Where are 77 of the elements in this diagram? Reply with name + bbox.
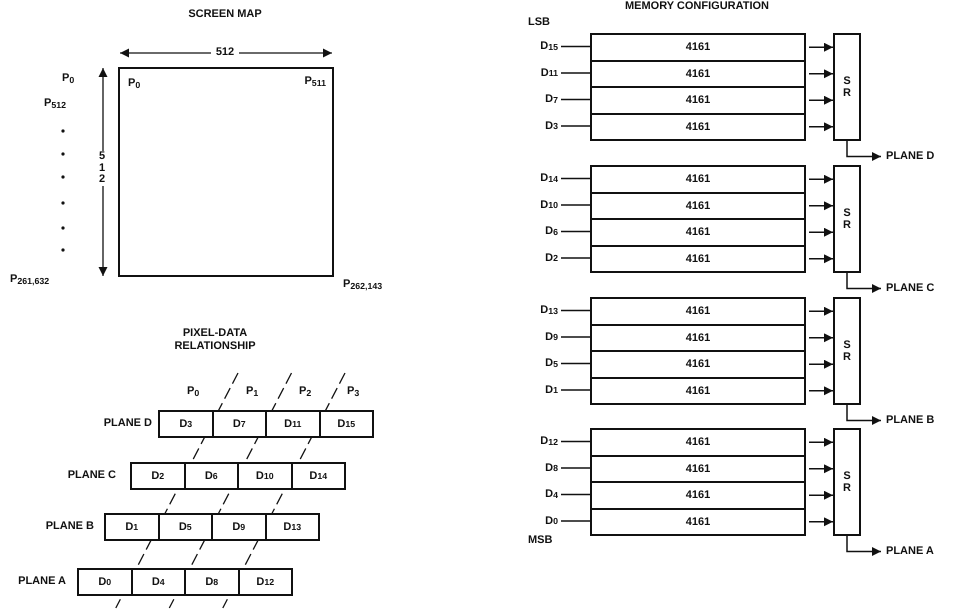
arrow xyxy=(809,96,833,105)
connector-line xyxy=(561,362,590,364)
arrow xyxy=(809,386,833,396)
section-title: MEMORY CONFIGURATION xyxy=(624,0,770,13)
plane-output-label: PLANE A xyxy=(886,544,960,559)
memory-chip-box: 4161 xyxy=(590,86,806,114)
pixel-label: P$_{1}$ xyxy=(246,385,258,398)
shift-register-box: SR xyxy=(833,165,861,273)
arrow xyxy=(809,228,833,237)
plane-label: PLANE C xyxy=(66,469,116,482)
arrow xyxy=(809,122,833,132)
pixel-label: P$_{3}$ xyxy=(347,385,360,398)
arrow xyxy=(809,174,833,184)
plane-label: PLANE B xyxy=(44,520,94,533)
arrow xyxy=(846,536,881,556)
memory-chip-box: 4161 xyxy=(590,218,806,246)
memory-chip-box: 4161 xyxy=(590,376,806,405)
pixel-label: P$_{2}$ xyxy=(299,385,312,398)
pixel-label: P$_{261,632}$ xyxy=(10,273,50,286)
connector-line xyxy=(561,389,590,391)
pixel-label: P$_{0}$ xyxy=(187,385,200,398)
pixel-label: P$_{0}$ xyxy=(128,77,140,90)
pixel-label: P$_{262,143}$ xyxy=(343,278,382,291)
memory-chip-box: 4161 xyxy=(590,165,806,194)
memory-chip-box: 4161 xyxy=(590,508,806,536)
arrow xyxy=(809,69,833,78)
connector-line xyxy=(561,178,590,180)
arrow xyxy=(809,360,833,369)
arrow xyxy=(846,273,881,293)
connector-line xyxy=(561,98,590,100)
bit-order-label: MSB xyxy=(528,534,552,547)
memory-chip-box: 4161 xyxy=(590,244,806,273)
arrow xyxy=(809,438,833,447)
shift-register-box: SR xyxy=(833,428,861,536)
plane-output-label: PLANE B xyxy=(886,413,960,428)
connector-line xyxy=(561,336,590,338)
memory-chip-box: 4161 xyxy=(590,350,806,378)
connector-line xyxy=(561,310,590,312)
memory-chip-box: 4161 xyxy=(590,428,806,456)
arrow xyxy=(809,42,833,52)
memory-chip-box: 4161 xyxy=(590,297,806,326)
memory-chip-box: 4161 xyxy=(590,481,806,510)
connector-line xyxy=(561,257,590,259)
arrow xyxy=(846,141,881,161)
section-title: PIXEL-DATA RELATIONSHIP xyxy=(173,327,257,352)
arrow xyxy=(809,517,833,526)
arrow xyxy=(809,201,833,210)
connector-line xyxy=(561,72,590,74)
connector-line xyxy=(561,46,590,48)
arrow xyxy=(846,405,881,425)
connector-line xyxy=(561,440,590,442)
memory-chip-box: 4161 xyxy=(590,112,806,141)
arrow xyxy=(809,490,833,500)
pixel-label: P$_{0}$ xyxy=(62,72,74,85)
arrow xyxy=(809,254,833,264)
pixel-label: P$_{511}$ xyxy=(304,75,326,88)
screen-frame xyxy=(118,67,334,277)
arrow xyxy=(809,306,833,316)
section-title: SCREEN MAP xyxy=(187,8,263,21)
connector-line xyxy=(561,494,590,496)
connector-line xyxy=(561,467,590,469)
arrow xyxy=(809,333,833,342)
connector-line xyxy=(561,230,590,232)
plane-label: PLANE A xyxy=(17,575,66,588)
connector-line xyxy=(561,520,590,522)
memory-chip-box: 4161 xyxy=(590,33,806,62)
shift-register-box: SR xyxy=(833,33,861,141)
arrow xyxy=(809,464,833,474)
shift-register-box: SR xyxy=(833,297,861,405)
connector-line xyxy=(561,125,590,127)
connector-line xyxy=(561,204,590,206)
plane-label: PLANE D xyxy=(102,417,152,430)
plane-output-label: PLANE D xyxy=(886,149,960,164)
pixel-label: P$_{512}$ xyxy=(44,97,66,110)
plane-output-label: PLANE C xyxy=(886,281,960,296)
bit-order-label: LSB xyxy=(528,16,550,29)
dimension-label: 512 xyxy=(99,151,106,186)
